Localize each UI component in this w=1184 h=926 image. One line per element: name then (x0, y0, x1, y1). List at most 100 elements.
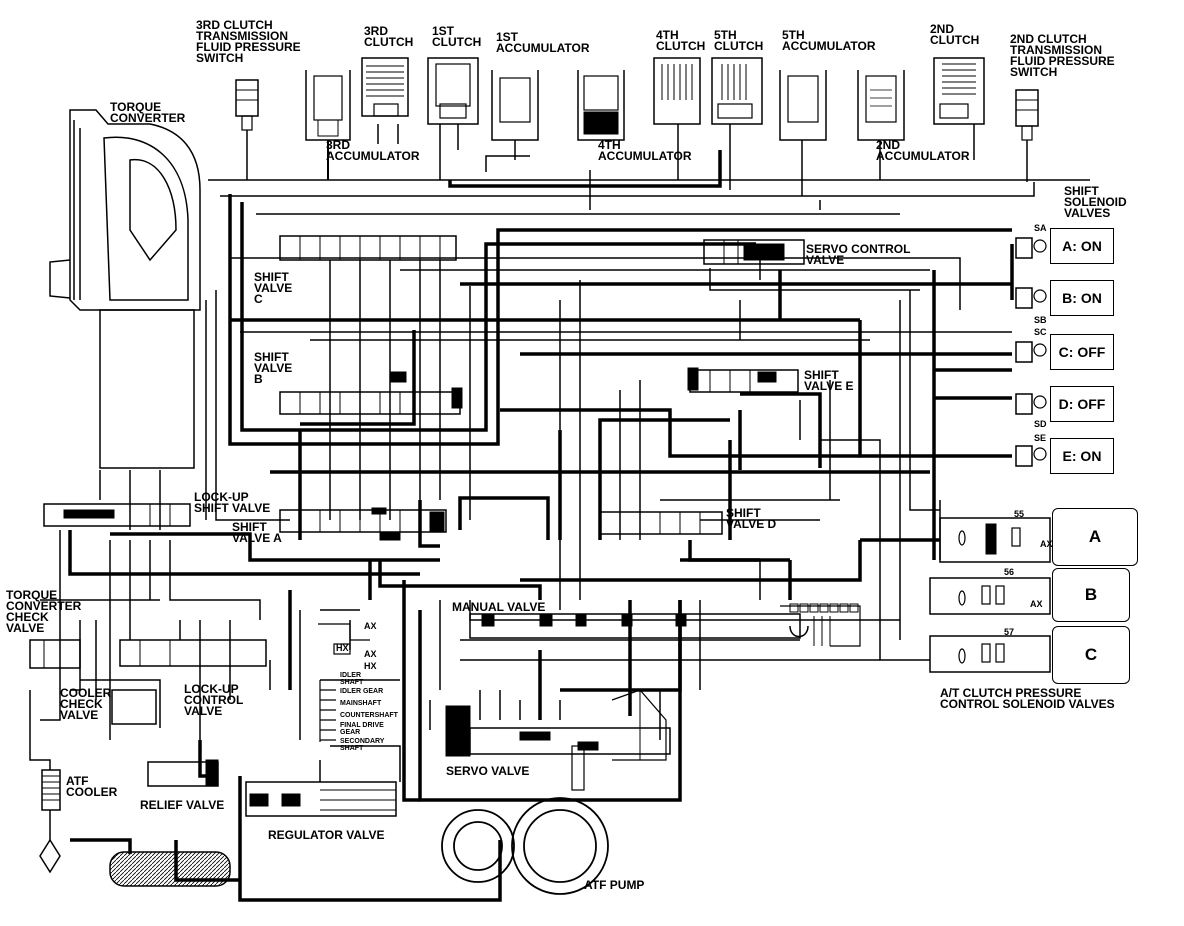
label-shift-valve-e: SHIFT VALVE E (804, 368, 854, 393)
solenoid-a-state: A: ON (1050, 228, 1114, 264)
atf-pump (441, 797, 609, 895)
atf-filter (109, 851, 231, 887)
label-2nd-accumulator: 2ND ACCUMULATOR (876, 138, 970, 163)
pcs-c-body (929, 635, 1051, 673)
pcs-a-port: 55 (1014, 509, 1025, 519)
label-hx-1: HX (336, 643, 349, 653)
label-1st-clutch: 1ST CLUTCH (432, 24, 482, 49)
accumulator-2nd (857, 70, 905, 180)
accumulator-1st (491, 70, 539, 160)
label-3rd-clutch: 3RD CLUTCH (364, 24, 414, 49)
shift-valve-a (279, 507, 447, 541)
pcs-c-label: C (1052, 626, 1130, 684)
thin-lines (29, 155, 1090, 840)
accumulator-5th (779, 70, 827, 196)
label-shift-valve-b: SHIFT VALVE B (254, 350, 293, 386)
converter-body (99, 309, 195, 469)
label-servo-control-valve: SERVO CONTROL VALVE (806, 242, 911, 267)
pressure-switch-2nd (1015, 89, 1039, 182)
pressure-switch-3rd (235, 79, 259, 180)
lube-mainshaft: MAINSHAFT (340, 700, 382, 707)
solenoid-c-symbol (1015, 341, 1047, 363)
label-hx-2: HX (364, 661, 377, 671)
clutch-5th (711, 57, 763, 190)
regulator-valve (245, 745, 401, 817)
circuit-ax-1: AX (1040, 539, 1053, 549)
clutch-4th (653, 57, 701, 180)
clutch-1st (427, 57, 479, 180)
solenoid-d-tag: SD (1034, 419, 1047, 429)
lockup-control-valve (119, 639, 267, 667)
label-shift-valve-c: SHIFT VALVE C (254, 270, 293, 306)
pcs-a-label: A (1052, 508, 1138, 566)
label-servo-valve: SERVO VALVE (446, 764, 530, 778)
servo-valve (445, 689, 671, 791)
circuit-ax-2: AX (1030, 599, 1043, 609)
solenoid-a-symbol (1015, 237, 1047, 259)
shift-valve-e (687, 367, 799, 393)
label-4th-clutch: 4TH CLUTCH (656, 28, 706, 53)
label-5th-clutch: 5TH CLUTCH (714, 28, 764, 53)
solenoid-b-state: B: ON (1050, 280, 1114, 316)
solenoid-e-tag: SE (1034, 433, 1047, 443)
solenoid-b-symbol (1015, 287, 1047, 309)
accumulator-4th (577, 70, 625, 141)
solenoid-a-tag: SA (1034, 223, 1047, 233)
solenoid-c-tag: SC (1034, 327, 1047, 337)
label-2nd-clutch-switch: 2ND CLUTCH TRANSMISSION FLUID PRESSURE S… (1010, 32, 1115, 79)
solenoid-d-state: D: OFF (1050, 386, 1114, 422)
pcs-b-label: B (1052, 568, 1130, 622)
servo-control-valve (703, 239, 805, 265)
shift-valve-c (279, 235, 457, 261)
label-lockup-control-valve: LOCK-UP CONTROL VALVE (184, 682, 244, 718)
lubrication-block (318, 623, 370, 742)
pcs-a-body (939, 517, 1051, 563)
pcs-b-body (929, 577, 1051, 615)
lube-countershaft: COUNTERSHAFT (340, 712, 398, 719)
label-3rd-clutch-switch: 3RD CLUTCH TRANSMISSION FLUID PRESSURE S… (196, 18, 301, 65)
solenoid-e-symbol (1015, 445, 1047, 467)
pcs-b-port: 56 (1004, 567, 1015, 577)
solenoid-c-state: C: OFF (1050, 334, 1114, 370)
pcs-c-port: 57 (1004, 627, 1015, 637)
label-atf-cooler: ATF COOLER (66, 774, 118, 799)
label-atf-pump: ATF PUMP (584, 878, 645, 892)
label-5th-accumulator: 5TH ACCUMULATOR (782, 28, 876, 53)
lube-idler-shaft: IDLER SHAFT (340, 672, 364, 686)
lube-final-drive-gear: FINAL DRIVE GEAR (340, 722, 384, 736)
torque-converter (49, 109, 201, 311)
solenoid-b-tag: SB (1034, 315, 1047, 325)
label-1st-accumulator: 1ST ACCUMULATOR (496, 30, 590, 55)
shift-valve-b (279, 371, 463, 415)
thick-lines (68, 150, 1014, 902)
tc-check-valve (29, 639, 81, 669)
label-shift-valve-a: SHIFT VALVE A (232, 520, 282, 545)
manual-valve (469, 603, 861, 647)
relief-valve (147, 759, 219, 787)
label-shift-solenoid-valves: SHIFT SOLENOID VALVES (1064, 184, 1127, 220)
label-cooler-check-valve: COOLER CHECK VALVE (60, 686, 112, 722)
label-lockup-shift-valve: LOCK-UP SHIFT VALVE (194, 490, 271, 515)
cooler-check-valve (111, 689, 157, 725)
label-torque-converter: TORQUE CONVERTER (110, 100, 186, 125)
label-ax-hx-1: AX (364, 621, 377, 631)
label-4th-accumulator: 4TH ACCUMULATOR (598, 138, 692, 163)
label-pcs-valves: A/T CLUTCH PRESSURE CONTROL SOLENOID VAL… (940, 686, 1115, 711)
label-shift-valve-d: SHIFT VALVE D (726, 506, 777, 531)
clutch-2nd (933, 57, 985, 160)
label-manual-valve: MANUAL VALVE (452, 600, 546, 614)
label-ax-2: AX (364, 649, 377, 659)
label-3rd-accumulator: 3RD ACCUMULATOR (326, 138, 420, 163)
label-relief-valve: RELIEF VALVE (140, 798, 225, 812)
lube-secondary-shaft: SECONDARY SHAFT (340, 738, 385, 752)
label-tc-check-valve: TORQUE CONVERTER CHECK VALVE (6, 588, 82, 635)
label-2nd-clutch: 2ND CLUTCH (930, 22, 980, 47)
solenoid-d-symbol (1015, 393, 1047, 415)
lockup-shift-valve (43, 503, 191, 527)
shift-valve-d (599, 511, 723, 535)
atf-cooler (39, 769, 61, 874)
lube-idler-gear: IDLER GEAR (340, 688, 384, 695)
accumulator-3rd (305, 70, 351, 180)
solenoid-e-state: E: ON (1050, 438, 1114, 474)
